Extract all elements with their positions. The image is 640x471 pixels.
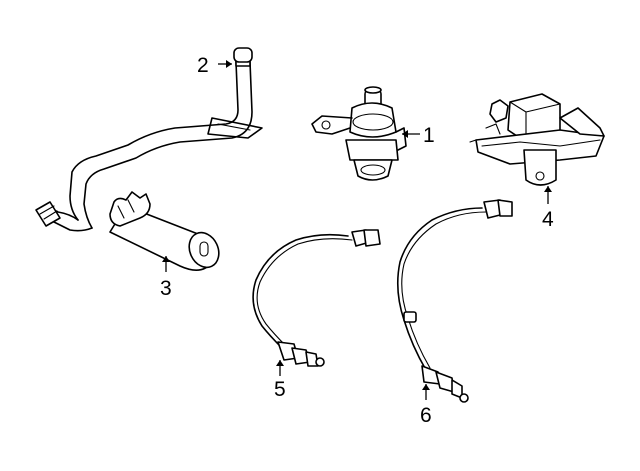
arrowhead-6 <box>422 384 430 390</box>
callout-2: 2 <box>197 54 209 77</box>
bracket-valve-part-4 <box>469 93 605 186</box>
arrowhead-2 <box>226 60 232 68</box>
oxygen-sensor-part-5 <box>252 229 381 367</box>
callout-1: 1 <box>423 124 435 147</box>
canister-part-3 <box>109 191 220 271</box>
arrowhead-3 <box>162 256 170 262</box>
arrowhead-1 <box>402 130 408 138</box>
air-hose-part-2 <box>35 47 263 232</box>
callout-3: 3 <box>160 277 172 300</box>
arrowhead-4 <box>544 186 552 192</box>
callout-leaders <box>162 60 552 400</box>
oxygen-sensor-part-6 <box>396 199 513 403</box>
air-pump-part-1 <box>311 86 407 181</box>
callout-5: 5 <box>274 378 286 401</box>
arrowhead-5 <box>276 360 284 366</box>
callout-4: 4 <box>542 208 554 231</box>
callout-6: 6 <box>420 404 432 427</box>
